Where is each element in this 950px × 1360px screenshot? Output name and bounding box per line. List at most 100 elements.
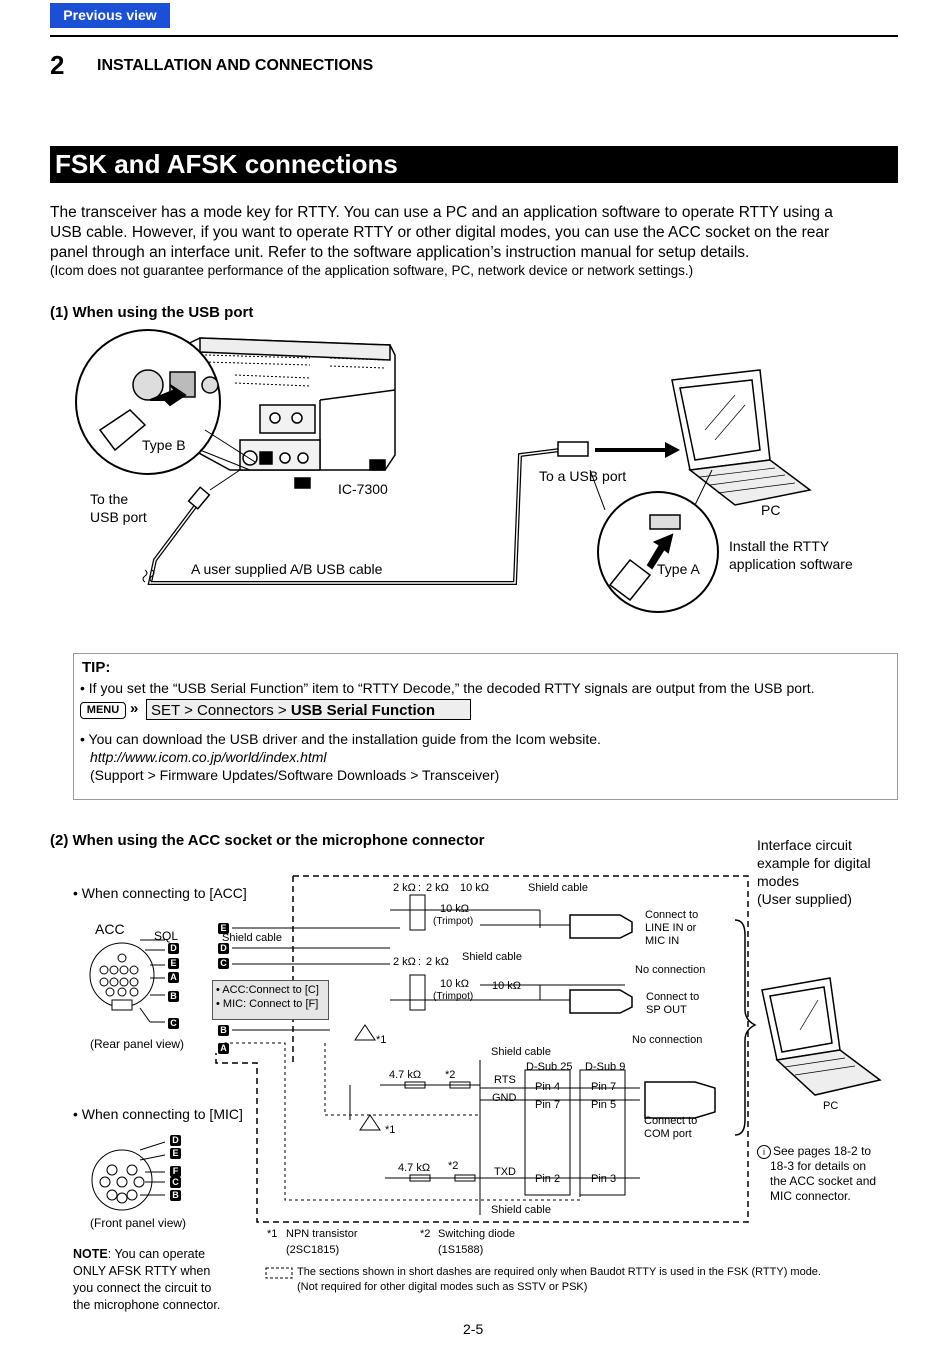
resistor-4k7: 4.7 kΩ bbox=[398, 1162, 431, 1174]
interface-line: modes bbox=[757, 873, 800, 889]
note-text: NOTE: You can operate ONLY AFSK RTTY whe… bbox=[73, 1246, 243, 1314]
connection-option: • MIC: Connect to [F] bbox=[216, 998, 319, 1010]
dashed-region bbox=[215, 875, 749, 1223]
section-title: FSK and AFSK connections bbox=[50, 146, 898, 183]
intro-line: The transceiver has a mode key for RTTY.… bbox=[50, 204, 833, 221]
footnote-line: Switching diode bbox=[438, 1228, 516, 1240]
connecting-acc: • When connecting to [ACC] bbox=[73, 885, 247, 901]
connect-line: MIC IN bbox=[645, 935, 680, 947]
connect-line-in: Connect to LINE IN or MIC IN bbox=[645, 909, 698, 948]
pc-label: PC bbox=[761, 502, 781, 518]
pin-c: C bbox=[168, 1018, 179, 1029]
vent-slots bbox=[204, 354, 386, 387]
connect-com: Connect to COM port bbox=[644, 1115, 697, 1141]
transceiver-illustration bbox=[114, 337, 396, 489]
mic-connector bbox=[91, 1141, 166, 1211]
usb-heading: (1) When using the USB port bbox=[50, 304, 254, 321]
rts-label: RTS bbox=[494, 1074, 516, 1086]
pin-d: D bbox=[168, 943, 179, 954]
tip-box bbox=[73, 653, 898, 800]
pin-c: C bbox=[218, 958, 229, 969]
interface-note: Interface circuit example for digital mo… bbox=[757, 836, 871, 908]
connection-options-box: • ACC:Connect to [C] • MIC: Connect to [… bbox=[212, 980, 329, 1020]
shield-cable-label: Shield cable bbox=[462, 951, 522, 963]
no-connection-label: No connection bbox=[632, 1034, 703, 1046]
pin-e: E bbox=[170, 1148, 181, 1159]
dsub25-label: D-Sub 25 bbox=[526, 1061, 573, 1073]
resistor-10k: 10 kΩ bbox=[492, 980, 522, 992]
pin-e: E bbox=[168, 958, 179, 969]
note-line: you connect the circuit to bbox=[73, 1281, 212, 1295]
connect-line: Connect to bbox=[644, 1115, 698, 1127]
interface-line: (User supplied) bbox=[757, 891, 852, 907]
pin-b: B bbox=[170, 1190, 181, 1201]
shield-cable-label: Shield cable bbox=[528, 882, 588, 894]
footnote-1-mark: *1 bbox=[267, 1228, 278, 1240]
type-a-zoom bbox=[589, 469, 719, 613]
pin-f: F bbox=[170, 1166, 181, 1177]
intro-line: panel through an interface unit. Refer t… bbox=[50, 244, 750, 261]
interface-line: example for digital bbox=[757, 855, 871, 871]
shield-cable-label: Shield cable bbox=[222, 932, 282, 944]
pc-label: PC bbox=[823, 1100, 839, 1112]
connection-option: • ACC:Connect to [C] bbox=[216, 984, 319, 996]
shield-cable-label: Shield cable bbox=[491, 1204, 551, 1216]
dsub25-pin2: Pin 2 bbox=[535, 1173, 561, 1185]
sql-label: SQL bbox=[154, 929, 179, 943]
dsub25-pin7: Pin 7 bbox=[535, 1099, 561, 1111]
interface-brace bbox=[734, 919, 757, 1136]
audio-plugs bbox=[569, 914, 716, 1119]
pin-c: C bbox=[170, 1177, 181, 1188]
pc-illustration bbox=[761, 977, 882, 1096]
connect-line: Connect to bbox=[645, 909, 699, 921]
diode-mark: *2 bbox=[448, 1160, 459, 1172]
page-number: 2-5 bbox=[463, 1321, 484, 1337]
txd-label: TXD bbox=[494, 1166, 516, 1178]
type-b-zoom bbox=[75, 329, 256, 475]
icom-url-link[interactable]: http://www.icom.co.jp/world/index.html bbox=[90, 749, 327, 765]
rear-panel-view: (Rear panel view) bbox=[90, 1037, 185, 1051]
previous-view-button[interactable]: Previous view bbox=[50, 3, 170, 28]
connect-sp-out: Connect to SP OUT bbox=[646, 991, 699, 1017]
chapter-title: INSTALLATION AND CONNECTIONS bbox=[97, 57, 374, 74]
resistor-4k7: 4.7 kΩ bbox=[389, 1069, 422, 1081]
install-line: Install the RTTY bbox=[729, 538, 830, 554]
trimpot-value: 10 kΩ bbox=[440, 903, 470, 915]
see-pages-line: See pages 18-2 to bbox=[773, 1144, 872, 1158]
type-a-label: Type A bbox=[657, 561, 700, 577]
resistor-2k: 2 kΩ bbox=[426, 882, 449, 894]
menu-path-item: USB Serial Function bbox=[290, 702, 435, 719]
pin-e: E bbox=[218, 923, 229, 934]
cable-label: A user supplied A/B USB cable bbox=[191, 561, 383, 577]
tip-bullet: • You can download the USB driver and th… bbox=[80, 731, 601, 747]
footnote-line: (2SC1815) bbox=[286, 1244, 340, 1256]
usb-cable bbox=[147, 441, 589, 585]
intro-line: USB cable. However, if you want to opera… bbox=[50, 224, 830, 241]
trimpot-label: (Trimpot) bbox=[433, 916, 474, 927]
pin-d: D bbox=[218, 943, 229, 954]
footnote-line: NPN transistor bbox=[286, 1228, 358, 1240]
ratio-colon: : bbox=[418, 882, 422, 894]
footnote-1: NPN transistor (2SC1815) bbox=[286, 1228, 358, 1257]
tip-bullet: • If you set the “USB Serial Function” i… bbox=[80, 680, 815, 696]
pin-b: B bbox=[218, 1025, 229, 1036]
usb-arrow bbox=[595, 442, 680, 458]
install-note: Install the RTTY application software bbox=[729, 537, 853, 573]
support-path: (Support > Firmware Updates/Software Dow… bbox=[90, 767, 500, 783]
dsub25-pin4: Pin 4 bbox=[535, 1081, 561, 1093]
schematic-wiring bbox=[232, 894, 640, 1215]
acc-label: ACC bbox=[95, 921, 125, 937]
connect-line: Connect to bbox=[646, 991, 700, 1003]
intro-disclaimer: (Icom does not guarantee performance of … bbox=[50, 263, 694, 278]
menu-arrows: » bbox=[130, 700, 139, 717]
menu-key: MENU bbox=[80, 702, 126, 719]
note-line: ONLY AFSK RTTY when bbox=[73, 1264, 211, 1278]
trimpot-label: (Trimpot) bbox=[433, 991, 474, 1002]
ratio-colon: : bbox=[418, 956, 422, 968]
cable-break bbox=[142, 569, 155, 583]
type-b-label: Type B bbox=[142, 437, 186, 453]
connect-line: COM port bbox=[644, 1128, 692, 1140]
interface-line: Interface circuit bbox=[757, 837, 852, 853]
menu-path: SET > Connectors > USB Serial Function bbox=[146, 699, 471, 720]
